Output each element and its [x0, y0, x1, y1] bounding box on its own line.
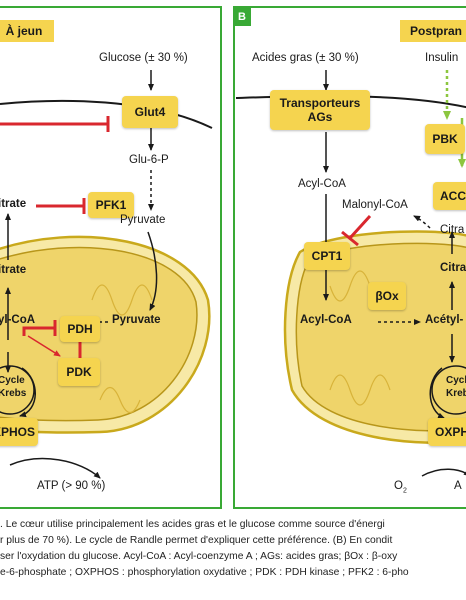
acyl-coa-label: yl-CoA — [0, 314, 36, 326]
caption-line-2: r plus de 70 %). Le cycle de Randle perm… — [0, 535, 393, 546]
acyl-coa-inner-label: Acyl-CoA — [300, 314, 352, 326]
pyruvate-outer-label: Pyruvate — [120, 214, 166, 226]
krebs-cycle-label-1: Cycle — [0, 375, 25, 386]
caption-line-1: . Le cœur utilise principalement les aci… — [0, 519, 385, 530]
fasting-state-tag: À jeun — [0, 20, 54, 42]
beta-oxidation-box: βOx — [368, 282, 406, 310]
panel-b-letter: B — [233, 8, 251, 26]
panel-a-frame — [0, 6, 222, 509]
pdk-box: PDK — [58, 358, 100, 386]
panel-b-frame — [233, 6, 466, 509]
krebs-cycle-label-right-1: Cycl — [446, 375, 466, 386]
acc-box: ACC — [433, 182, 466, 210]
cpt1-box: CPT1 — [304, 242, 350, 270]
right-mitochondrion — [283, 230, 466, 444]
krebs-cycle-label-right-2: Kreb — [446, 388, 466, 399]
transporters-line-1: Transporteurs — [279, 96, 361, 110]
caption-line-3: ser l'oxydation du glucose. Acyl-CoA : A… — [0, 551, 398, 562]
fatty-acids-label: Acides gras (± 30 %) — [252, 52, 359, 64]
pdh-box: PDH — [60, 316, 100, 342]
citrate-outer-label: itrate — [0, 198, 27, 210]
krebs-cycle-label-2: Krebs — [0, 388, 27, 399]
oxygen-label: O2 — [394, 480, 407, 494]
glu6p-label: Glu-6-P — [129, 154, 169, 166]
oxygen-subscript: 2 — [402, 487, 407, 495]
insulin-label: Insulin — [425, 52, 459, 64]
acetyl-coa-label: Acétyl- — [425, 314, 464, 326]
transporters-line-2: AGs — [307, 110, 333, 124]
pbk-box: PBK — [425, 124, 465, 154]
citrate-inner-label: itrate — [0, 264, 27, 276]
glucose-label: Glucose (± 30 %) — [99, 52, 188, 64]
left-mitochondrion — [0, 235, 211, 434]
postprandial-state-tag: Postpran — [400, 20, 466, 42]
pyruvate-inner-label: Pyruvate — [112, 314, 161, 326]
caption-line-4: e-6-phosphate ; OXPHOS : phosphorylation… — [0, 567, 409, 578]
glut4-box: Glut4 — [122, 96, 178, 128]
pathway-diagram — [0, 70, 466, 479]
citrate-outer-label-right: Citra — [440, 224, 465, 236]
oxphos-box-right: OXPH — [428, 418, 466, 446]
atp-label: ATP (> 90 %) — [37, 480, 106, 492]
acyl-coa-outer-label: Acyl-CoA — [298, 178, 346, 190]
malonyl-coa-label: Malonyl-CoA — [342, 199, 408, 211]
citrate-inner-label-right: Citra — [440, 262, 466, 274]
atp-label-right: A — [454, 480, 462, 492]
fatty-acid-transporters-box: Transporteurs AGs — [270, 90, 370, 130]
figure-caption: . Le cœur utilise principalement les aci… — [0, 517, 466, 581]
oxygen-symbol: O — [394, 480, 403, 492]
oxphos-box: XPHOS — [0, 418, 38, 446]
pfk1-box: PFK1 — [88, 192, 134, 218]
left-cell-membrane — [0, 99, 213, 129]
